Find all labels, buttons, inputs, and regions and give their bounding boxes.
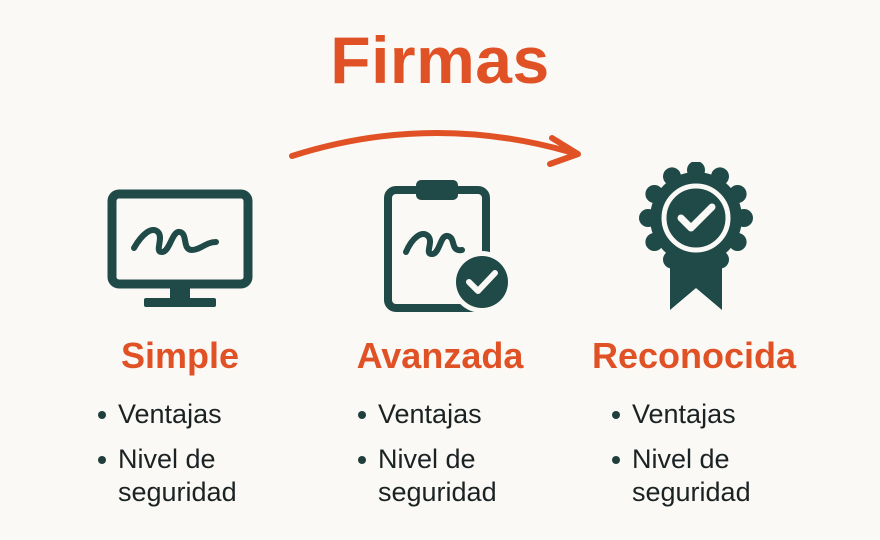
column-title: Simple — [120, 335, 240, 376]
bullet-list: Ventajas Nivel de seguridad — [356, 398, 570, 509]
column-title: Reconocida — [591, 335, 797, 376]
bullet-icon — [358, 456, 366, 464]
progression-arrow-icon — [289, 129, 581, 167]
bullet-icon — [358, 411, 366, 419]
monitor-signature-icon — [106, 188, 254, 312]
column-reconocida: Reconocida Ventajas Nivel de seguridad — [564, 336, 824, 521]
clipboard-signature-check-icon — [382, 178, 522, 318]
list-item: Ventajas — [96, 398, 310, 431]
list-item: Nivel de seguridad — [610, 443, 792, 509]
column-simple: Simple Ventajas Nivel de seguridad — [50, 336, 310, 521]
bullet-icon — [98, 411, 106, 419]
list-item: Nivel de seguridad — [356, 443, 538, 509]
bullet-list: Ventajas Nivel de seguridad — [96, 398, 310, 509]
column-avanzada: Avanzada Ventajas Nivel de seguridad — [310, 336, 570, 521]
bullet-icon — [98, 456, 106, 464]
bullet-list: Ventajas Nivel de seguridad — [610, 398, 824, 509]
list-item: Ventajas — [610, 398, 824, 431]
list-item: Nivel de seguridad — [96, 443, 278, 509]
page-title: Firmas — [330, 23, 550, 97]
bullet-icon — [612, 411, 620, 419]
award-badge-check-icon — [636, 162, 756, 314]
column-title: Avanzada — [356, 335, 524, 376]
list-item: Ventajas — [356, 398, 570, 431]
bullet-icon — [612, 456, 620, 464]
